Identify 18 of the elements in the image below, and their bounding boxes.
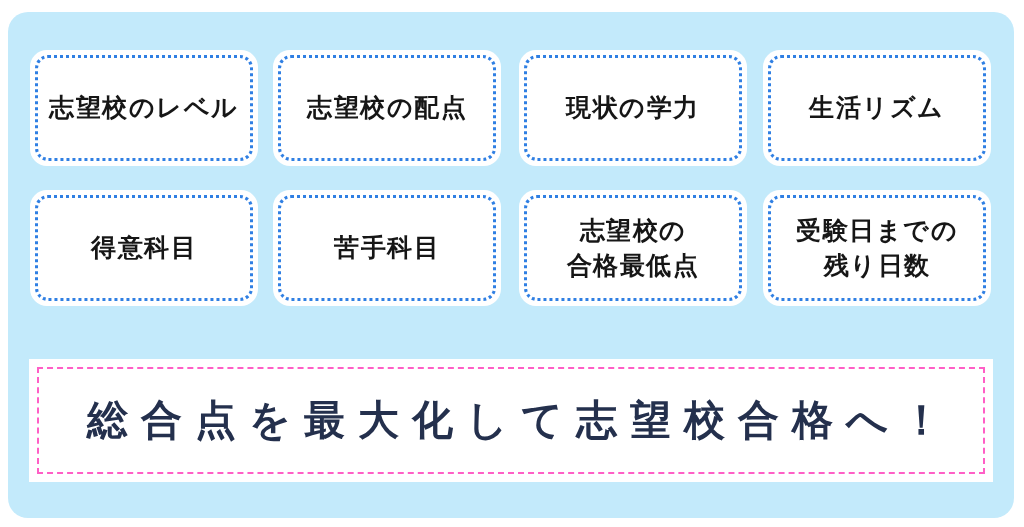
factor-card: [519, 50, 747, 166]
factor-card: [763, 190, 991, 306]
factor-card: [763, 50, 991, 166]
card-label: 志望校の合格最低点: [566, 214, 700, 282]
card-label: 現状の学力: [566, 92, 700, 125]
factor-card: [273, 50, 501, 166]
factor-card: [519, 190, 747, 306]
banner-text: 総合点を最大化して志望校合格へ！: [87, 395, 955, 446]
goal-banner: [29, 359, 993, 482]
factor-card: [30, 50, 258, 166]
factor-card: [273, 190, 501, 306]
card-label: 志望校の配点: [307, 92, 467, 125]
card-label: 生活リズム: [809, 92, 945, 125]
factor-card: [30, 190, 258, 306]
card-label: 得意科目: [91, 232, 197, 265]
card-label: 受験日までの残り日数: [796, 214, 958, 282]
card-label: 志望校のレベル: [49, 92, 239, 125]
card-label: 苦手科目: [334, 232, 440, 265]
